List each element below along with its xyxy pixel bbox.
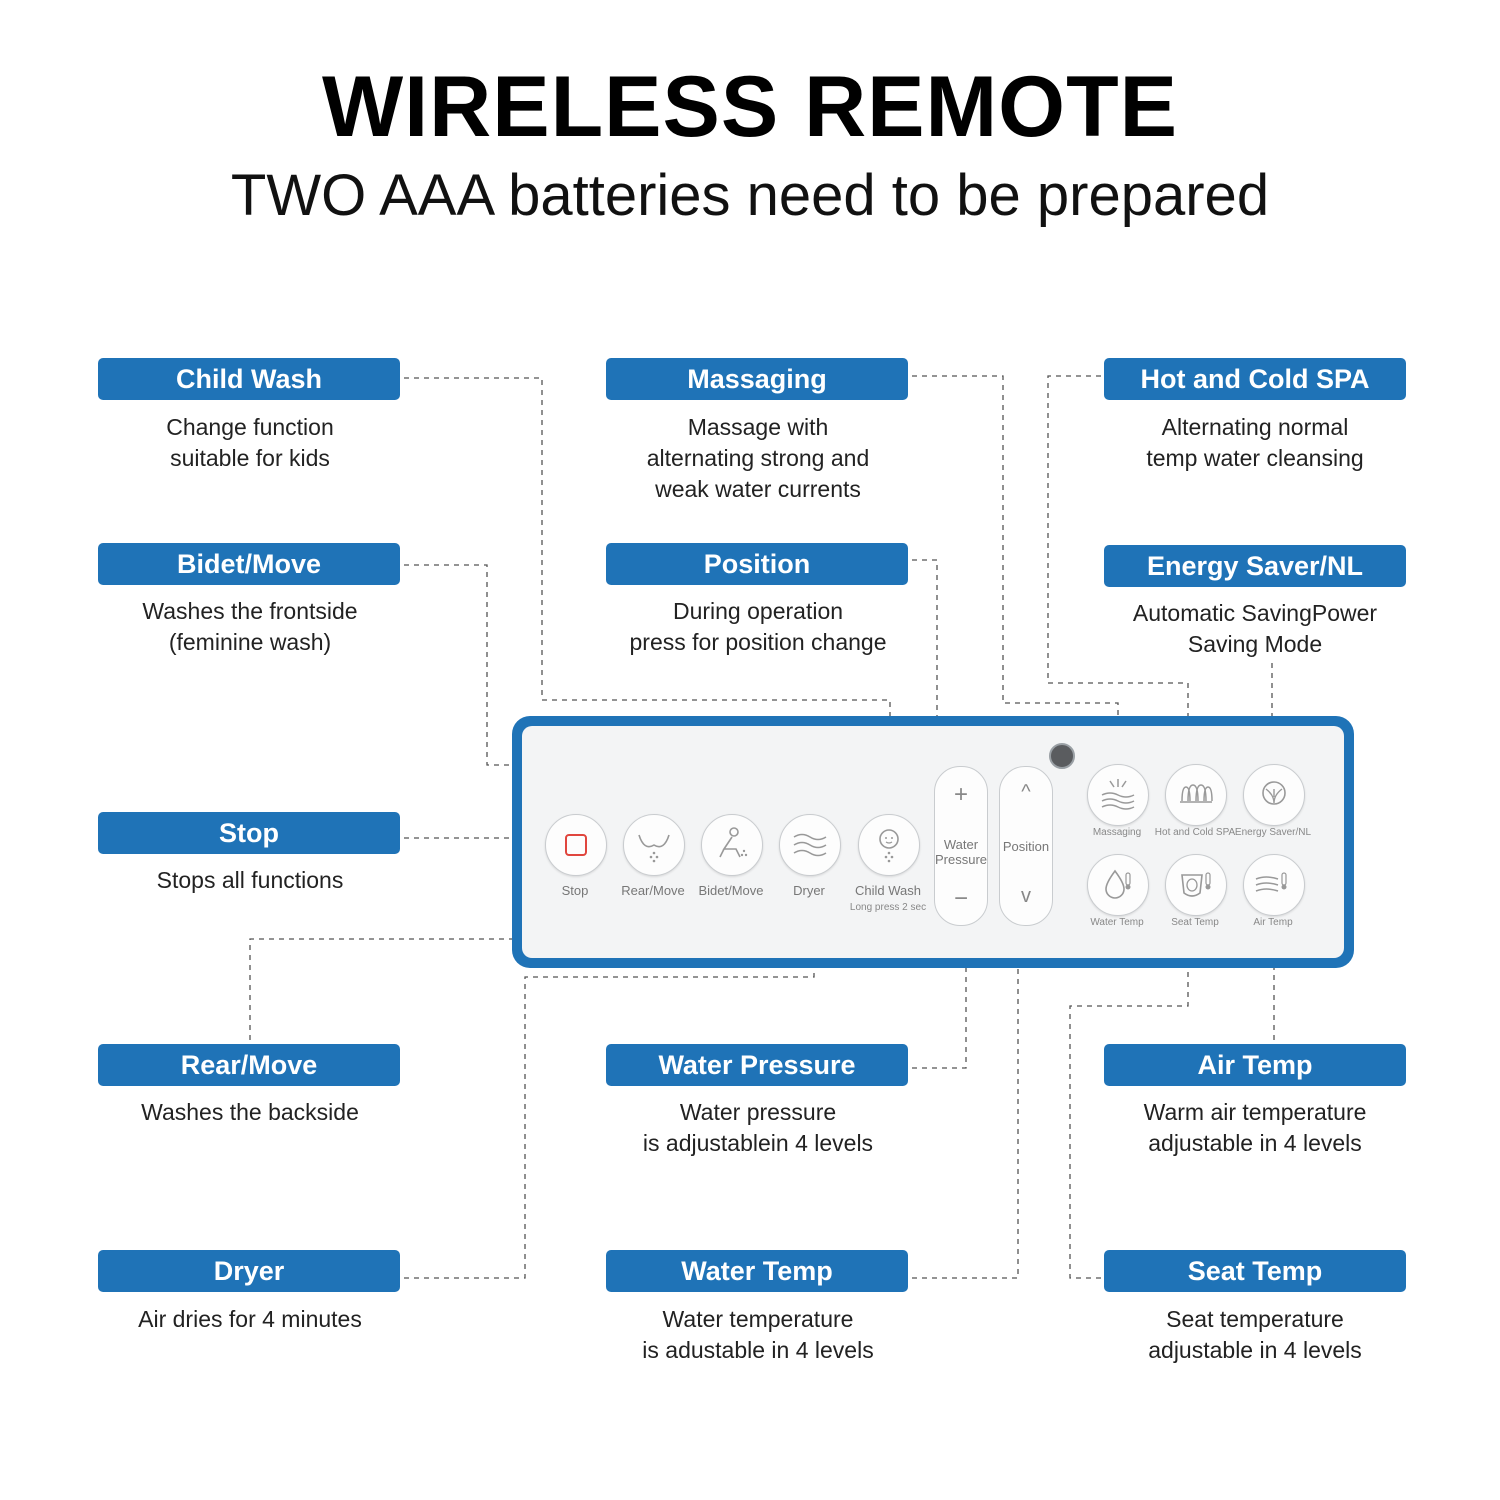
leader-massaging [912,375,1119,770]
water-pressure-label: Water Pressure [934,837,988,867]
dryer-button-label: Dryer [793,883,825,898]
desc-water-temp: Water temperature is adustable in 4 leve… [642,1306,874,1363]
rear-move-button[interactable] [623,814,685,876]
desc-dryer: Air dries for 4 minutes [138,1306,362,1332]
position-down[interactable]: v [1021,885,1031,907]
water-temp-button[interactable] [1087,854,1149,916]
dryer-icon [793,833,827,857]
desc-air-temp: Warm air temperature adjustable in 4 lev… [1143,1099,1367,1156]
seat-thermometer-icon [1181,872,1211,897]
desc-bidet-move: Washes the frontside (feminine wash) [142,598,358,655]
desc-child-wash: Change function suitable for kids [166,414,334,471]
leader-hot-cold-spa [1047,375,1189,770]
label-position: Position [606,543,908,585]
leader-bidet [404,564,738,806]
water-pressure-minus[interactable]: − [953,885,968,912]
position-label: Position [1002,839,1050,854]
label-dryer: Dryer [98,1250,400,1292]
label-air-temp: Air Temp [1104,1044,1406,1086]
desc-position: During operation press for position chan… [629,598,887,655]
page-subtitle: TWO AAA batteries need to be prepared [230,163,1270,228]
desc-stop: Stops all functions [156,867,344,893]
air-temp-button-label: Air Temp [1253,917,1293,928]
water-pressure-rocker[interactable]: + Water Pressure − [934,766,988,926]
remote-panel: Stop Rear/Move Bidet/Move [522,726,1344,958]
hot-cold-spa-button[interactable] [1165,764,1227,826]
stop-icon [565,834,587,856]
seat-temp-button-label: Seat Temp [1171,917,1219,928]
massaging-button[interactable] [1087,764,1149,826]
air-temp-button[interactable] [1243,854,1305,916]
massaging-button-label: Massaging [1092,827,1142,838]
label-massaging: Massaging [606,358,908,400]
rear-wash-icon [638,834,670,863]
desc-rear-move: Washes the backside [141,1099,359,1125]
leader-seat-temp [1069,930,1189,1279]
water-pressure-plus[interactable]: + [953,781,968,808]
leader-water-temp [912,930,1119,1279]
bidet-move-button[interactable] [701,814,763,876]
child-wash-icon [879,829,899,863]
leader-rear-move [249,905,661,1040]
label-bidet-move: Bidet/Move [98,543,400,585]
remote-control: Stop Rear/Move Bidet/Move [512,716,1354,968]
child-wash-button[interactable] [858,814,920,876]
water-temp-button-label: Water Temp [1090,917,1144,928]
label-water-temp: Water Temp [606,1250,908,1292]
child-wash-note: Long press 2 sec [849,902,927,913]
stop-button-label: Stop [561,883,589,898]
desc-hot-cold-spa: Alternating normal temp water cleansing [1146,414,1364,471]
desc-water-pressure: Water pressure is adjustablein 4 levels [642,1099,874,1156]
position-rocker[interactable]: ^ Position v [999,766,1053,926]
seat-temp-button[interactable] [1165,854,1227,916]
stop-button[interactable] [545,814,607,876]
water-drop-thermometer-icon [1105,869,1131,899]
ir-sensor [1049,743,1075,769]
bidet-move-button-label: Bidet/Move [698,883,764,898]
dryer-button[interactable] [779,814,841,876]
label-hot-cold-spa: Hot and Cold SPA [1104,358,1406,400]
label-rear-move: Rear/Move [98,1044,400,1086]
desc-energy-saver: Automatic SavingPower Saving Mode [1132,600,1378,657]
label-stop: Stop [98,812,400,854]
desc-massaging: Massage with alternating strong and weak… [646,414,870,502]
bidet-wash-icon [719,827,748,858]
leader-water-pressure [912,930,967,1069]
label-child-wash: Child Wash [98,358,400,400]
label-energy-saver: Energy Saver/NL [1104,545,1406,587]
energy-saver-button-label: Energy Saver/NL [1234,827,1312,838]
child-wash-button-label: Child Wash [855,883,921,898]
rear-move-button-label: Rear/Move [621,883,685,898]
page-title: WIRELESS REMOTE [322,59,1178,155]
energy-saver-button[interactable] [1243,764,1305,826]
air-thermometer-icon [1255,872,1287,892]
hot-cold-spa-button-label: Hot and Cold SPA [1154,827,1236,838]
label-water-pressure: Water Pressure [606,1044,908,1086]
leaf-icon [1262,781,1286,805]
label-seat-temp: Seat Temp [1104,1250,1406,1292]
spa-icon [1180,784,1213,803]
massage-icon [1101,779,1135,810]
desc-seat-temp: Seat temperature adjustable in 4 levels [1148,1306,1362,1363]
position-up[interactable]: ^ [1021,781,1031,803]
